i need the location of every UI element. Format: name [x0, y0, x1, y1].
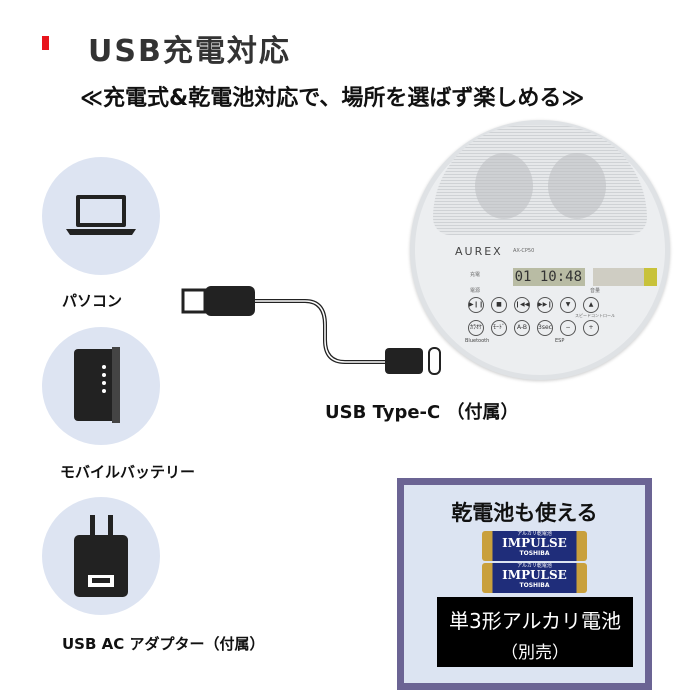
source-label-adapter: USB AC アダプター（付属） — [62, 635, 265, 653]
brand-logo: AUREX — [455, 245, 503, 258]
battery-cell: アルカリ乾電池 IMPULSE TOSHIBA — [482, 563, 587, 593]
cell-label: アルカリ乾電池 — [517, 531, 552, 537]
volume-label: 音量 — [590, 288, 601, 294]
speaker-grille — [433, 125, 647, 235]
cell-brand: IMPULSE — [502, 536, 567, 550]
cell-label: アルカリ乾電池 — [517, 563, 552, 569]
speed-label: スピードコントロール — [575, 313, 615, 318]
accent-marker — [42, 36, 49, 50]
model-number: AX-CP50 — [513, 248, 535, 254]
cell-maker: TOSHIBA — [519, 550, 550, 557]
cell-brand: IMPULSE — [502, 568, 567, 582]
karaoke-button[interactable]: ｶﾗｵｹ — [468, 320, 484, 336]
battery-heading: 乾電池も使える — [451, 501, 598, 525]
3sec-button[interactable]: 3sec — [537, 320, 553, 336]
mode-button[interactable]: ﾓｰﾄﾞ — [491, 320, 507, 336]
button-row-2: ｶﾗｵｹ ﾓｰﾄﾞ A-B 3sec − + — [468, 320, 599, 336]
power-bank-icon — [74, 347, 120, 423]
charge-label: 充電 — [470, 272, 481, 278]
cd-player: AUREX AX-CP50 01 10:48 充電 電源 音量 スピードコントロ… — [410, 120, 670, 380]
previous-button[interactable]: ❙◀◀ — [514, 297, 530, 313]
volume-up-button[interactable]: ▲ — [583, 297, 599, 313]
speed-up-button[interactable]: + — [583, 320, 599, 336]
page-title: USB充電対応 — [88, 34, 291, 69]
power-label: 電源 — [470, 288, 481, 294]
page-subtitle: ≪充電式&乾電池対応で、場所を選ばず楽しめる≫ — [80, 86, 585, 111]
speed-down-button[interactable]: − — [560, 320, 576, 336]
cable-label: USB Type-C （付属） — [325, 402, 519, 423]
battery-panel: 乾電池も使える アルカリ乾電池 IMPULSE TOSHIBA アルカリ乾電池 … — [397, 478, 652, 690]
volume-down-button[interactable]: ▼ — [560, 297, 576, 313]
next-button[interactable]: ▶▶❙ — [537, 297, 553, 313]
play-pause-button[interactable]: ▶❙❙ — [468, 297, 484, 313]
button-row-1: ▶❙❙ ■ ❙◀◀ ▶▶❙ ▼ ▲ — [468, 297, 599, 313]
disc-window — [593, 268, 657, 286]
ac-adapter-icon — [74, 515, 128, 597]
source-label-pc: パソコン — [62, 292, 123, 310]
left-speaker — [475, 153, 533, 219]
battery-type: 単3形アルカリ電池 — [449, 609, 621, 633]
battery-type-box: 単3形アルカリ電池 （別売） — [437, 597, 633, 667]
laptop-icon — [66, 195, 136, 235]
power-bank-circle — [42, 327, 160, 445]
battery-cell: アルカリ乾電池 IMPULSE TOSHIBA — [482, 531, 587, 561]
bluetooth-label: Bluetooth — [465, 338, 490, 344]
laptop-circle — [42, 157, 160, 275]
ab-repeat-button[interactable]: A-B — [514, 320, 530, 336]
lcd-display: 01 10:48 — [513, 268, 585, 286]
usb-cable — [181, 286, 441, 375]
cell-maker: TOSHIBA — [519, 582, 550, 589]
battery-note: （別売） — [501, 643, 569, 663]
stop-button[interactable]: ■ — [491, 297, 507, 313]
esp-label: ESP — [555, 338, 565, 344]
adapter-circle — [42, 497, 160, 615]
right-speaker — [548, 153, 606, 219]
source-label-battery: モバイルバッテリー — [60, 463, 196, 481]
